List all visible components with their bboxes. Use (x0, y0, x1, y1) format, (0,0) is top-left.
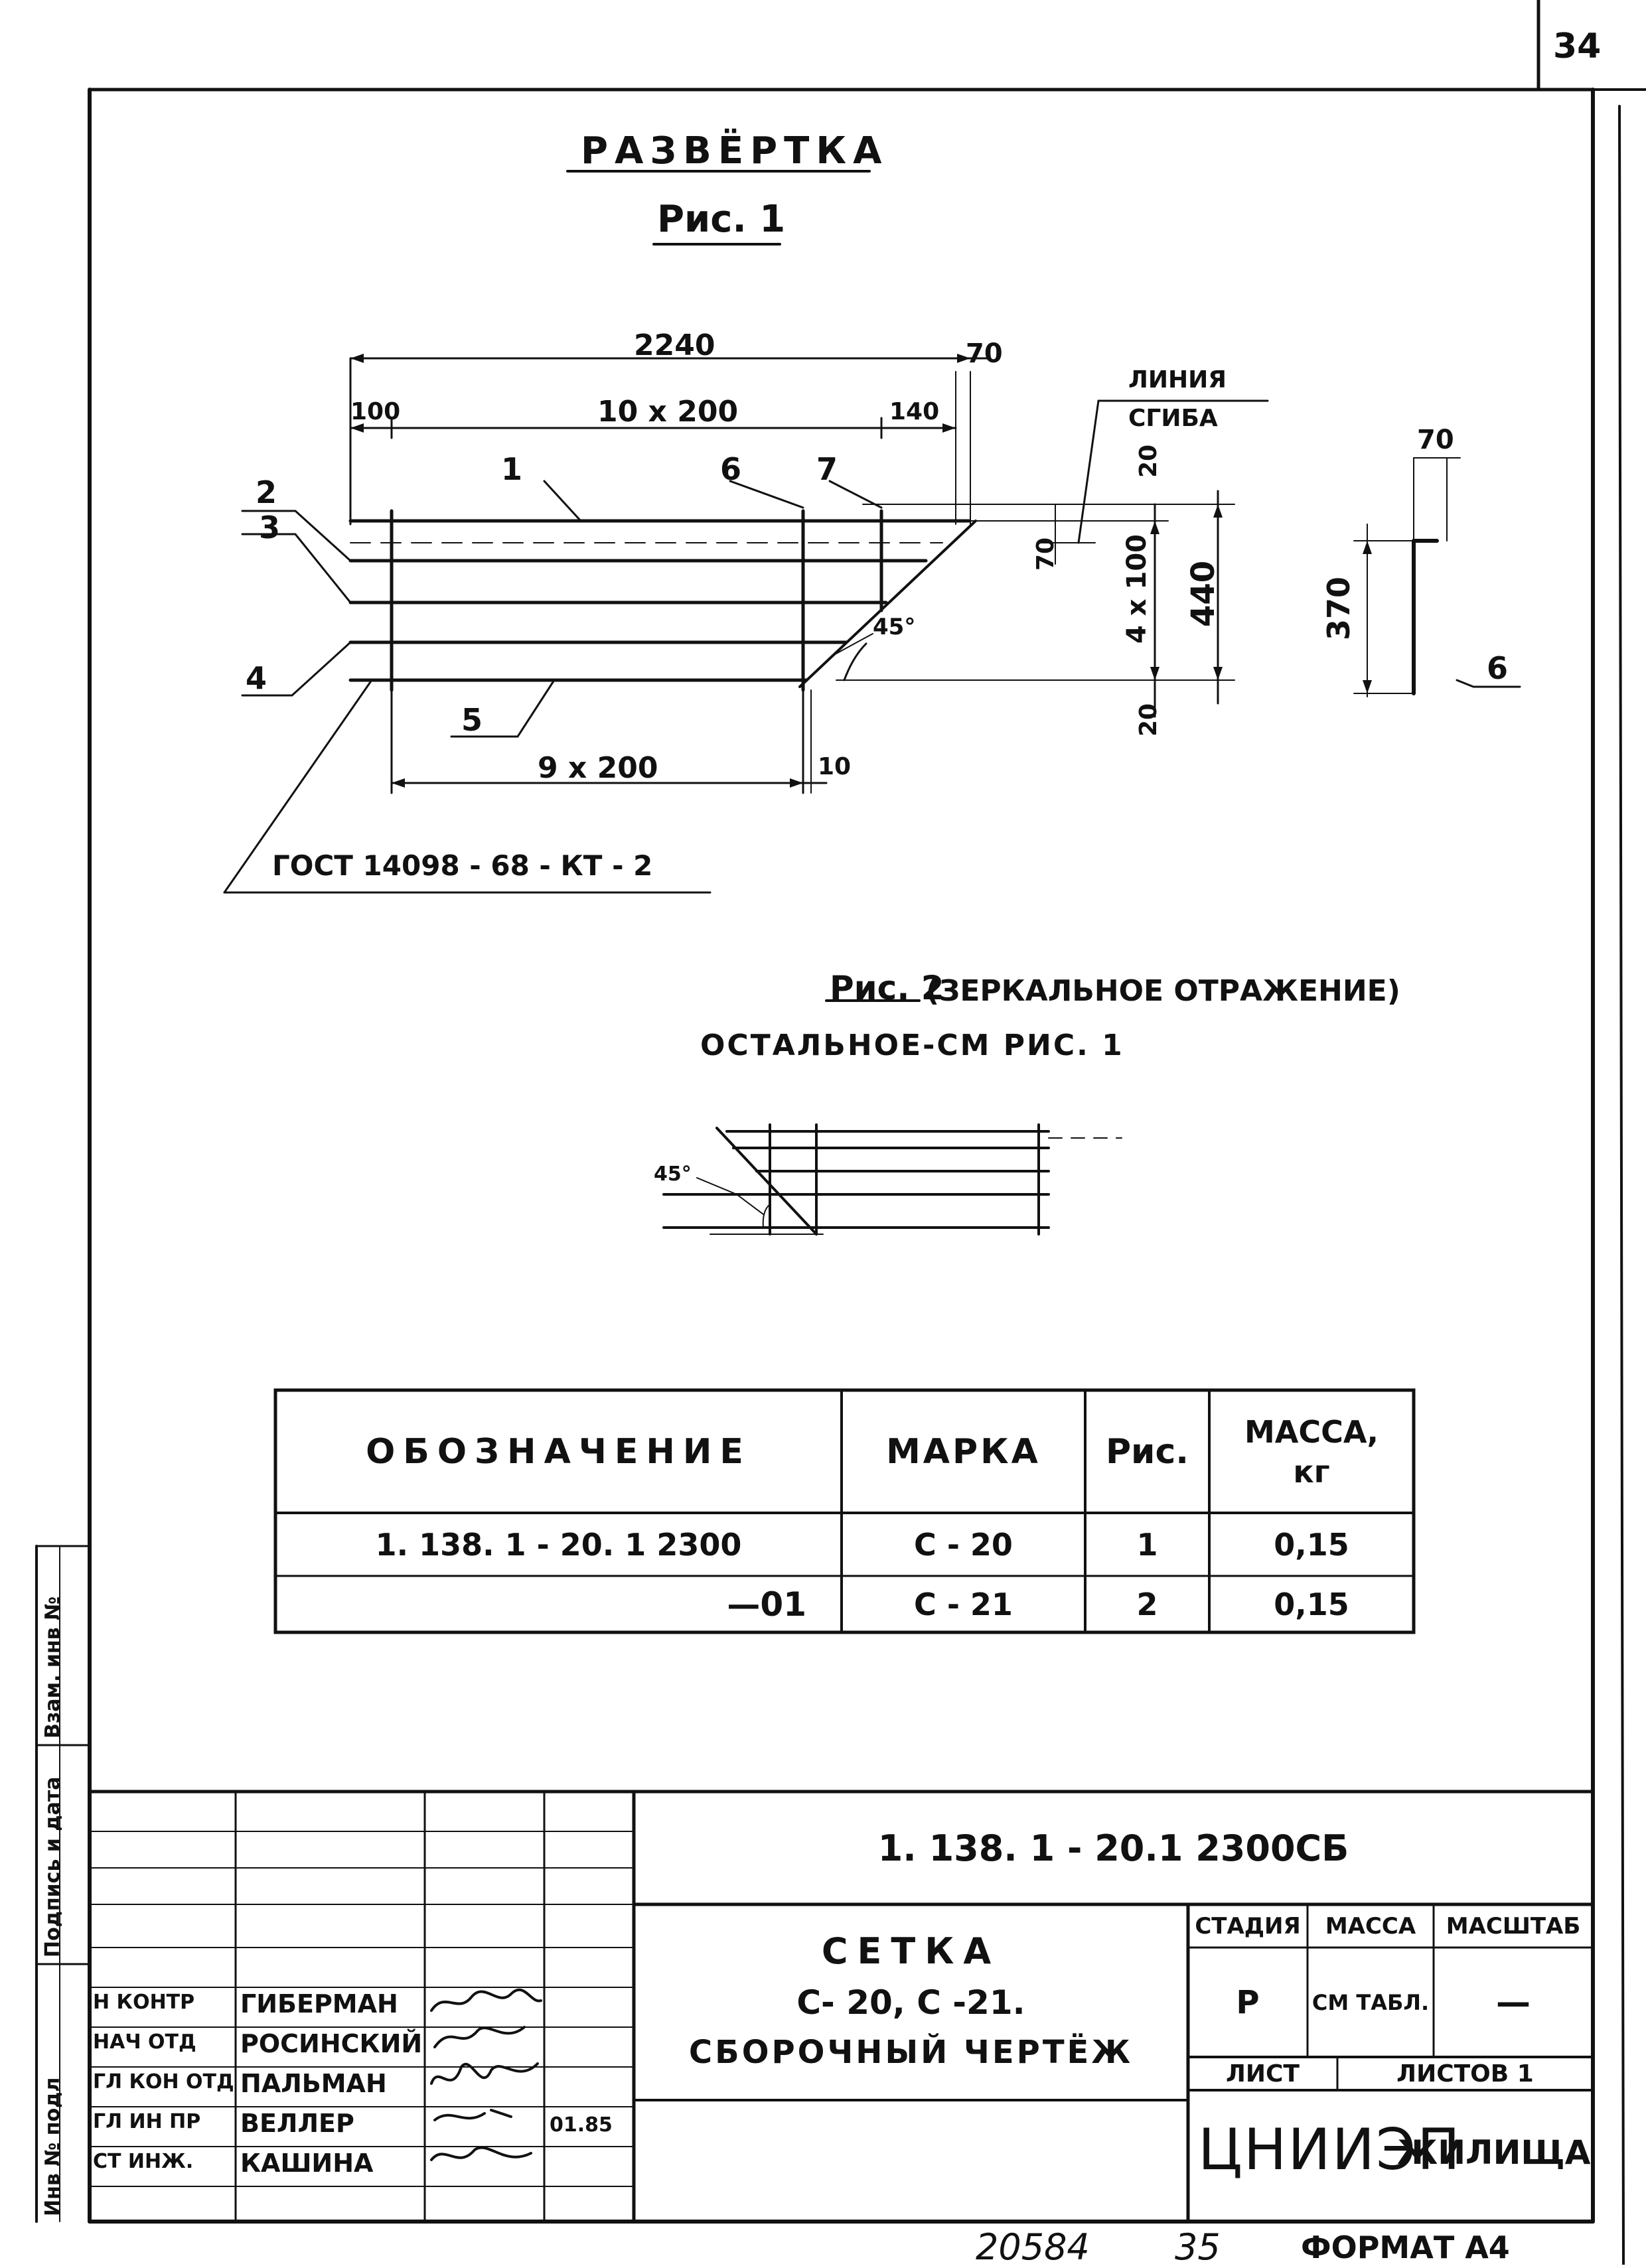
handwritten-number: 20584 (976, 2226, 1090, 2268)
title-designation: 1. 138. 1 - 20.1 2300СБ (877, 1827, 1349, 1869)
position-6: 6 (720, 451, 742, 487)
figure2-angle: 45° (654, 1163, 692, 1186)
position-5: 5 (461, 702, 483, 738)
date-4: 01.85 (550, 2113, 613, 2137)
spec-row1-mark: С - 20 (914, 1526, 1013, 1563)
dim-bend-top: 70 (1417, 425, 1454, 455)
side-stamp-replacement: Взам. инв № (41, 1596, 64, 1738)
dim-bend-height: 370 (1321, 576, 1357, 640)
dim-right-offset: 140 (889, 398, 940, 425)
spec-header-mass: МАССА, кг (1244, 1413, 1379, 1490)
organization-main: ЦНИИЭП (1198, 2117, 1461, 2183)
spec-header-mark: МАРКА (886, 1431, 1041, 1472)
sheet-label: ЛИСТ (1225, 2060, 1300, 2088)
title-name-3: СБОРОЧНЫЙ ЧЕРТЁЖ (688, 2033, 1134, 2071)
dim-pitch-top: 10 x 200 (597, 395, 739, 429)
sheets-label: ЛИСТОВ 1 (1396, 2060, 1534, 2088)
dim-top-band: 20 (1135, 444, 1162, 478)
mass-value: СМ ТАБЛ. (1311, 1989, 1430, 2015)
handwritten-page: 35 (1175, 2226, 1221, 2268)
dim-angle: 45° (873, 614, 916, 640)
role-5: СТ ИНЖ. (93, 2150, 194, 2173)
position-7: 7 (816, 451, 838, 487)
dim-overall: 2240 (634, 328, 715, 362)
dim-overhang: 70 (966, 338, 1003, 369)
figure2-note: (ЗЕРКАЛЬНОЕ ОТРАЖЕНИЕ) (926, 974, 1400, 1008)
spec-row2-mass: 0,15 (1274, 1586, 1349, 1622)
dim-rows: 4 x 100 (1122, 534, 1152, 644)
figure1-title: РАЗВЁРТКА (581, 129, 889, 173)
title-name-1: СЕТКА (821, 1930, 1001, 1972)
signature-scribbles (430, 1988, 542, 2161)
role-4: ГЛ ИН ПР (93, 2110, 201, 2133)
spec-row2-mark: С - 21 (914, 1586, 1013, 1622)
gost-reference: ГОСТ 14098 - 68 - КТ - 2 (272, 849, 653, 882)
dim-height: 440 (1185, 560, 1222, 627)
format-label: ФОРМАТ А4 (1301, 2230, 1510, 2265)
position-1: 1 (501, 451, 523, 487)
name-5: КАШИНА (240, 2149, 374, 2178)
position-4: 4 (246, 660, 267, 696)
role-3: ГЛ КОН ОТД (93, 2070, 234, 2093)
bend-line-label-1: ЛИНИЯ (1128, 366, 1227, 393)
role-2: НАЧ ОТД (93, 2030, 196, 2054)
scale-header: МАСШТАБ (1446, 1912, 1581, 1940)
dim-bottom-pitch: 9 x 200 (538, 751, 658, 785)
figure1-subtitle: Рис. 1 (657, 198, 786, 241)
sheet-number: 34 (1553, 27, 1602, 66)
scale-value: — (1496, 1982, 1531, 2022)
name-3: ПАЛЬМАН (240, 2069, 387, 2098)
spec-header-designation: ОБОЗНАЧЕНИЕ (366, 1431, 751, 1472)
dim-bend-offset: 70 (1032, 537, 1059, 571)
spec-row1-figure: 1 (1136, 1526, 1158, 1563)
side-stamp-inventory: Инв № подл (41, 2077, 64, 2216)
bend-line-label-2: СГИБА (1128, 405, 1218, 432)
spec-row2-designation: —01 (727, 1585, 806, 1624)
organization-sub: ЖИЛИЩА (1397, 2133, 1591, 2172)
side-position: 6 (1487, 650, 1509, 686)
spec-header-figure: Рис. (1105, 1431, 1189, 1472)
name-1: ГИБЕРМАН (240, 1989, 398, 2019)
dim-left-offset: 100 (350, 398, 401, 425)
title-name-2: С- 20, С -21. (796, 1983, 1025, 2022)
name-2: РОСИНСКИЙ (240, 2029, 423, 2058)
position-3: 3 (259, 510, 281, 545)
spec-row1-designation: 1. 138. 1 - 20. 1 2300 (375, 1526, 742, 1563)
role-1: Н КОНТР (93, 1991, 195, 2014)
spec-row2-figure: 2 (1136, 1586, 1158, 1622)
figure2-title: Рис. 2 (830, 969, 944, 1007)
side-stamp-signature: Подпись и дата (41, 1776, 64, 1957)
mass-header: МАССА (1325, 1912, 1416, 1940)
figure2-rest: ОСТАЛЬНОЕ-СМ РИС. 1 (700, 1028, 1124, 1062)
spec-row1-mass: 0,15 (1274, 1526, 1349, 1563)
dim-bottom-band: 20 (1135, 703, 1162, 737)
stage-value: Р (1236, 1983, 1260, 2021)
dim-small-right: 10 (818, 753, 852, 780)
name-4: ВЕЛЛЕР (240, 2109, 354, 2138)
position-2: 2 (256, 474, 277, 510)
stage-header: СТАДИЯ (1195, 1912, 1301, 1940)
